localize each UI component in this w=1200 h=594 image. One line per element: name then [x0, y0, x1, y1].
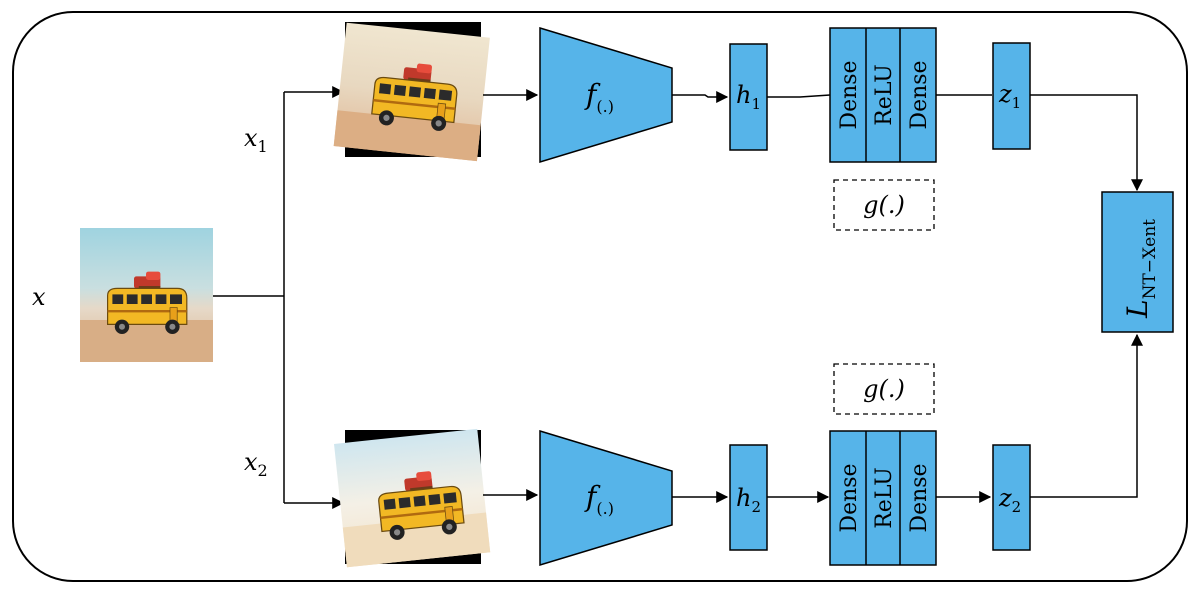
svg-text:g(.): g(.) — [863, 375, 905, 403]
svg-text:LNT−Xent: LNT−Xent — [1121, 219, 1160, 319]
g-label-top: g(.) — [833, 179, 935, 231]
encoder-top: f(.) — [539, 26, 673, 164]
svg-text:g(.): g(.) — [863, 191, 905, 219]
arrow-z2-loss — [1030, 333, 1143, 498]
line-h1-head — [767, 94, 831, 98]
head-top-layer-1: Dense — [837, 60, 862, 129]
input-image — [80, 228, 213, 362]
arrow-encoder-h1 — [672, 91, 729, 103]
outer-frame — [12, 11, 1188, 582]
arrow-z1-loss — [1030, 94, 1143, 192]
head-bottom-layer-3: Dense — [907, 463, 932, 532]
svg-text:h2: h2 — [736, 484, 761, 516]
input-x-label: x — [32, 283, 46, 311]
head-top-layer-2: ReLU — [872, 64, 897, 126]
svg-text:z1: z1 — [998, 80, 1021, 112]
g-label-bottom: g(.) — [833, 363, 935, 415]
head-bottom-layer-2: ReLU — [872, 467, 897, 529]
encoder-bottom: f(.) — [539, 429, 673, 567]
augmented-image-1 — [333, 22, 490, 162]
augmented-image-2 — [334, 428, 491, 568]
head-bottom-layer-1: Dense — [837, 463, 862, 532]
head-top-layer-3: Dense — [907, 60, 932, 129]
projection-head-bottom: Dense ReLU Dense — [829, 430, 937, 566]
h1-block: h1 — [729, 43, 768, 151]
svg-text:z2: z2 — [998, 484, 1021, 516]
view-x1-label: x1 — [244, 124, 268, 156]
h2-block: h2 — [729, 444, 768, 551]
z1-block: z1 — [992, 42, 1031, 150]
split-connector — [213, 86, 345, 509]
projection-head-top: Dense ReLU Dense — [829, 27, 937, 163]
loss-block: LNT−Xent — [1101, 191, 1174, 333]
svg-text:h1: h1 — [736, 81, 761, 113]
z2-block: z2 — [992, 444, 1031, 551]
view-x2-label: x2 — [244, 448, 268, 480]
